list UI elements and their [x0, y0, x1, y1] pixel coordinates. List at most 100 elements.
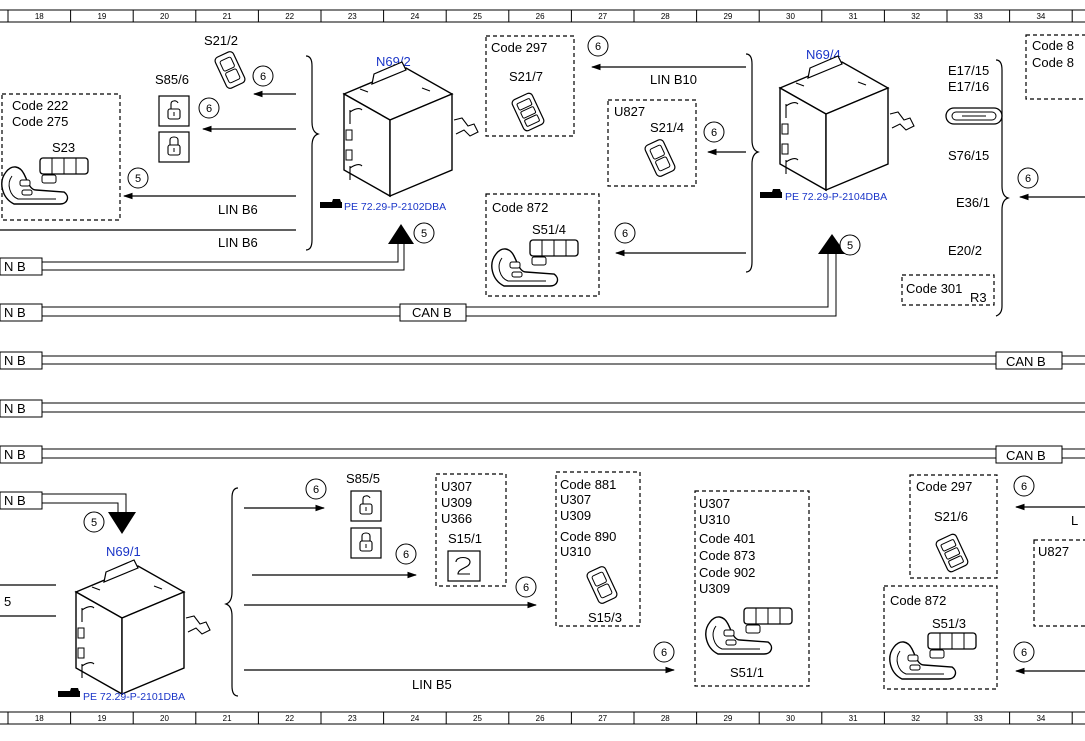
s21-6-label: S21/6 — [934, 509, 968, 524]
code-box-right — [1025, 34, 1085, 100]
ruler-number: 19 — [97, 12, 106, 21]
reference-hand-icon — [320, 199, 342, 208]
ruler-number: 31 — [849, 12, 858, 21]
e17-15-label: E17/15 — [948, 63, 989, 78]
brace — [995, 59, 1010, 317]
s51-1-label: S51/1 — [730, 665, 764, 680]
switch-icon — [510, 91, 546, 133]
connector-number: 5 — [91, 517, 97, 529]
s85-5-label: S85/5 — [346, 471, 380, 486]
s23-label: S23 — [52, 140, 75, 155]
s15-3-label: S15/3 — [588, 610, 622, 625]
connector-circle — [839, 234, 861, 256]
brace — [224, 487, 239, 697]
code-box-right-bottom — [1033, 539, 1085, 627]
connector-circle — [305, 478, 327, 500]
lock-closed-icon — [350, 527, 382, 559]
ruler-number: 27 — [598, 714, 607, 723]
e17-16-label: E17/16 — [948, 79, 989, 94]
code-box-s21-4 — [607, 99, 697, 187]
s85-6-label: S85/6 — [155, 72, 189, 87]
code-box-s51-3 — [883, 585, 998, 690]
can-bus-label: N B — [4, 401, 26, 416]
connector-number: 6 — [1025, 173, 1031, 185]
connector-number: 6 — [313, 484, 319, 496]
bus-labels: N B N B CAN B N B CAN B N B N B CAN B N … — [0, 257, 1063, 510]
can-bus-label: N B — [4, 259, 26, 274]
code-box-s21-6 — [909, 474, 998, 579]
can-bus-label: N B — [4, 447, 26, 462]
ruler-number: 25 — [473, 12, 482, 21]
connector-circle — [83, 511, 105, 533]
s51-3-label: S51/3 — [932, 616, 966, 631]
ruler-number: 29 — [723, 12, 732, 21]
n69-1-module: N69/1 PE 72.29-P-2101DBA — [58, 544, 211, 703]
s21-4-label: S21/4 — [650, 120, 684, 135]
ruler-number: 31 — [849, 714, 858, 723]
brace — [305, 55, 320, 251]
can-arrow-n69-2 — [388, 224, 414, 244]
ruler-number: 32 — [911, 714, 920, 723]
code-box-s21-7 — [485, 35, 575, 137]
connector-number: 6 — [523, 582, 529, 594]
ruler-number: 30 — [786, 12, 795, 21]
module-reference: PE 72.29-P-2104DBA — [785, 191, 887, 203]
code-label: Code 873 — [699, 548, 755, 563]
ruler-number: 28 — [661, 12, 670, 21]
e36-1-label: E36/1 — [956, 195, 990, 210]
connector-circle — [198, 97, 220, 119]
seat-icon — [1, 157, 89, 205]
connector-number: 6 — [622, 228, 628, 240]
ruler-number: 29 — [723, 714, 732, 723]
code-label: U307 — [441, 479, 472, 494]
connector-number: 6 — [661, 647, 667, 659]
connector-circle — [614, 222, 636, 244]
ruler-number: 34 — [1036, 12, 1045, 21]
s21-2-label: S21/2 — [204, 33, 238, 48]
module-reference: PE 72.29-P-2102DBA — [344, 201, 446, 213]
connector-circle — [1013, 641, 1035, 663]
can-bus-label: N B — [4, 353, 26, 368]
ruler-number: 32 — [911, 12, 920, 21]
reference-hand-icon — [760, 189, 782, 198]
code-label: U366 — [441, 511, 472, 526]
connector-number: 5 — [135, 173, 141, 185]
ruler-number: 27 — [598, 12, 607, 21]
connector-number: 6 — [403, 549, 409, 561]
bus-label: 5 — [4, 594, 11, 609]
s15-1-label: S15/1 — [448, 531, 482, 546]
code-label: Code 297 — [491, 40, 547, 55]
module-reference: PE 72.29-P-2101DBA — [83, 691, 185, 703]
ruler-number: 20 — [160, 714, 169, 723]
can-arrow-n69-4 — [818, 234, 846, 254]
connector-circle — [1017, 167, 1039, 189]
lin-b6-label: LIN B6 — [218, 235, 258, 250]
ignition-icon — [447, 550, 481, 582]
bus-label: L — [1071, 513, 1078, 528]
code-label: U309 — [441, 495, 472, 510]
code-box-s51-4 — [485, 193, 600, 297]
connector-circle — [703, 121, 725, 143]
lock-open-icon — [158, 95, 190, 127]
ruler-number: 30 — [786, 714, 795, 723]
code-label: Code 881 — [560, 477, 616, 492]
ruler-number: 25 — [473, 714, 482, 723]
code-label: U827 — [614, 104, 645, 119]
switch-icon — [585, 564, 619, 606]
code-label: Code 222 — [12, 98, 68, 113]
s85-5-switch: S85/5 — [346, 471, 382, 559]
can-bus-label: CAN B — [1006, 354, 1046, 369]
r3-label: R3 — [970, 290, 987, 305]
connector-circle — [587, 35, 609, 57]
code-label: Code 8 — [1032, 55, 1074, 70]
code-label: U309 — [699, 581, 730, 596]
connector-number: 6 — [595, 41, 601, 53]
ruler-number: 19 — [97, 714, 106, 723]
code-label: Code 8 — [1032, 38, 1074, 53]
connector-circle — [413, 222, 435, 244]
n69-4-module: N69/4 PE 72.29-P-2104DBA — [760, 47, 915, 203]
can-arrow-n69-1 — [108, 512, 136, 534]
code-label: Code 872 — [492, 200, 548, 215]
